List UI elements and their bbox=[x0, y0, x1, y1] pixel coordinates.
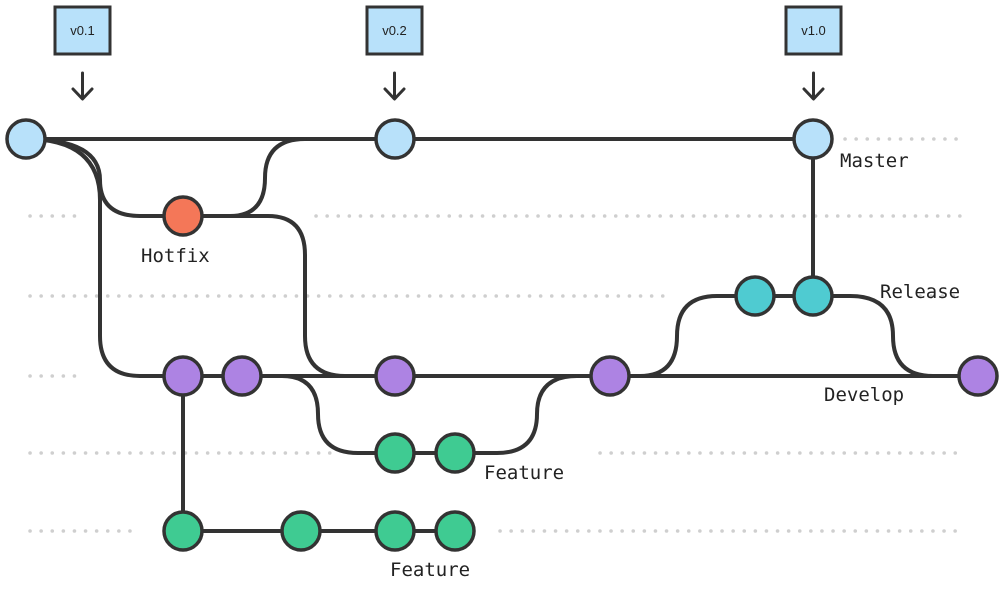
tag-v1-0: v1.0 bbox=[784, 5, 843, 56]
lane-guides bbox=[28, 137, 962, 533]
tag-box bbox=[53, 5, 112, 56]
hotfix-to-master-edge bbox=[181, 137, 307, 218]
master-commit bbox=[5, 118, 47, 160]
branch-label-develop: Develop bbox=[824, 384, 904, 406]
feature-to-develop-edge bbox=[453, 374, 579, 455]
tag-v0-2: v0.2 bbox=[365, 5, 424, 56]
branch-label-feature: Feature bbox=[484, 462, 564, 484]
commits bbox=[5, 118, 999, 552]
develop-to-feature-edge bbox=[240, 374, 457, 455]
tag-label: v0.1 bbox=[70, 23, 95, 38]
feature-commit bbox=[374, 432, 416, 474]
down-arrow-icon bbox=[802, 71, 825, 101]
tag-v0-1: v0.1 bbox=[53, 5, 112, 56]
branch-label-master: Master bbox=[840, 150, 909, 172]
tag-label: v1.0 bbox=[801, 23, 826, 38]
feature-commit bbox=[434, 432, 476, 474]
branch-edges bbox=[24, 137, 980, 533]
release-commit bbox=[792, 275, 834, 317]
feature-commit bbox=[374, 510, 416, 552]
develop-commit bbox=[957, 355, 999, 397]
develop-commit bbox=[162, 355, 204, 397]
master-commit bbox=[792, 118, 834, 160]
release-commit bbox=[734, 275, 776, 317]
down-arrow-icon bbox=[71, 71, 94, 101]
develop-commit bbox=[589, 355, 631, 397]
master-to-hotfix-edge bbox=[24, 137, 185, 218]
develop-to-release-edge bbox=[608, 294, 815, 378]
tag-label: v0.2 bbox=[382, 23, 407, 38]
tag-box bbox=[784, 5, 843, 56]
branch-label-feature: Feature bbox=[390, 559, 470, 581]
branch-label-release: Release bbox=[880, 281, 960, 303]
feature-commit bbox=[162, 510, 204, 552]
release-to-develop-edge bbox=[811, 294, 980, 378]
feature-commit bbox=[280, 510, 322, 552]
hotfix-to-develop-edge bbox=[181, 214, 397, 378]
develop-commit bbox=[221, 355, 263, 397]
down-arrow-icon bbox=[383, 71, 406, 101]
hotfix-commit bbox=[162, 195, 204, 237]
feature-commit bbox=[434, 510, 476, 552]
branch-label-hotfix: Hotfix bbox=[141, 245, 210, 267]
develop-commit bbox=[374, 355, 416, 397]
tag-box bbox=[365, 5, 424, 56]
master-commit bbox=[374, 118, 416, 160]
